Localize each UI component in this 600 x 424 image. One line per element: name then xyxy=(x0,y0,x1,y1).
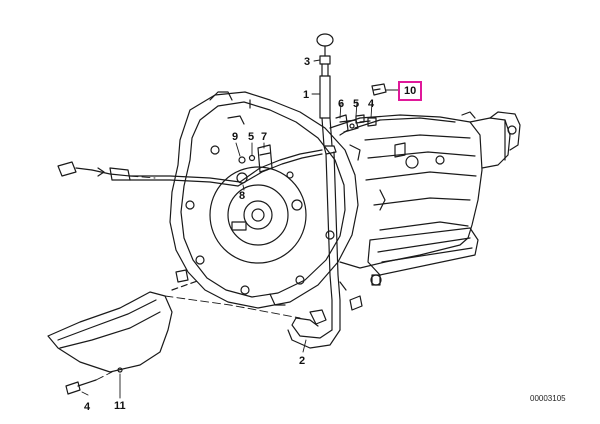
callout-leaders xyxy=(81,59,399,399)
callout-4-lower: 4 xyxy=(84,401,91,413)
tail-shaft xyxy=(461,111,521,169)
callout-6: 6 xyxy=(338,98,345,110)
callout-10-highlighted[interactable]: 10 xyxy=(398,81,423,101)
callout-5-lower: 5 xyxy=(248,131,255,143)
callout-8: 8 xyxy=(239,190,246,202)
clip-part xyxy=(371,83,387,96)
transmission-case xyxy=(329,114,483,269)
callout-9: 9 xyxy=(232,131,239,143)
bushings xyxy=(175,269,363,311)
kickdown-cable xyxy=(57,144,323,187)
callout-5-upper: 5 xyxy=(353,98,360,110)
callout-7: 7 xyxy=(261,131,268,143)
callout-1: 1 xyxy=(303,89,310,101)
dipstick-assembly xyxy=(287,33,341,349)
callout-4-upper: 4 xyxy=(368,98,375,110)
callout-3: 3 xyxy=(304,56,311,68)
catalog-number: 00003105 xyxy=(530,394,566,403)
bracket-and-bolts xyxy=(335,114,377,136)
cover-plate xyxy=(47,279,201,395)
assembly-lines xyxy=(95,175,301,381)
oil-pan xyxy=(367,227,479,286)
callout-2: 2 xyxy=(299,355,306,367)
callout-11: 11 xyxy=(114,400,126,412)
bell-housing xyxy=(169,91,359,309)
